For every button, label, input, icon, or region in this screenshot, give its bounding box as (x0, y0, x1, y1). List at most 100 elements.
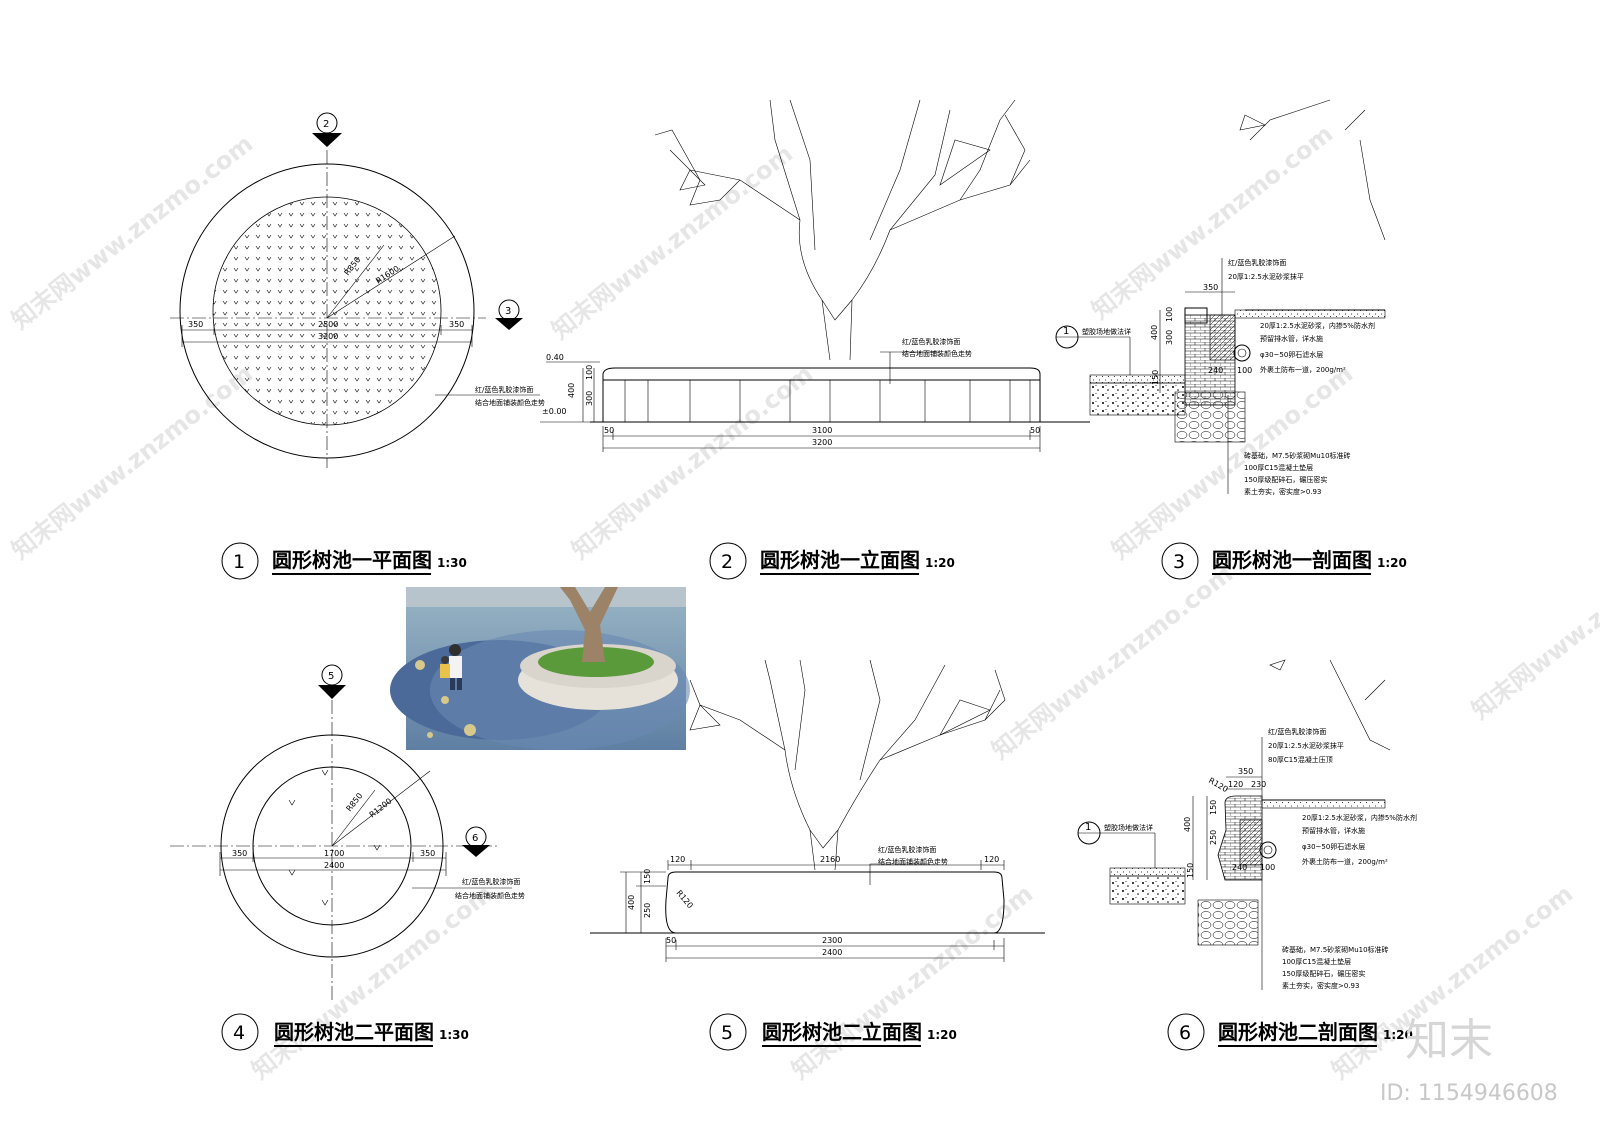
elevation-2: 红/蓝色乳胶漆饰面 结合地面铺装颜色走势 120 2160 120 R120 4… (590, 659, 1045, 962)
dim-100: 100 (1237, 366, 1252, 375)
image-id: ID: 1154946608 (1380, 1081, 1558, 1106)
sect2-note-top-2: 20厚1:2.5水泥砂浆抹平 (1268, 741, 1344, 750)
svg-text:2: 2 (323, 119, 329, 130)
title-number: 3 (1173, 551, 1185, 573)
svg-text:6: 6 (472, 833, 478, 844)
height-top: 100 (1165, 307, 1174, 322)
title-scale: 1:30 (439, 1028, 469, 1042)
svg-text:3: 3 (505, 306, 511, 317)
sect2-right-note-4: 外裹土防布一道，200g/m² (1302, 857, 1388, 866)
detail-ref-symbol: 1 (1055, 325, 1079, 349)
dim-right: 350 (420, 849, 435, 858)
sect1-left-note: 塑胶场地做法详 (1082, 327, 1131, 336)
watermark-text: 知末网www.znzmo.com (1466, 520, 1600, 725)
height-top: 150 (643, 869, 652, 884)
height-body: 300 (1165, 330, 1174, 345)
title-6: 6 圆形树池二剖面图 1:20 (1167, 1013, 1413, 1051)
section-2: 红/蓝色乳胶漆饰面 20厚1:2.5水泥砂浆抹平 80厚C15混凝土压顶 R12… (1077, 659, 1417, 990)
dim-right: 50 (1030, 426, 1040, 435)
height-body: 250 (1209, 830, 1218, 845)
height-total: 400 (627, 895, 636, 910)
tree-sketch-6 (1269, 659, 1391, 751)
sect2-right-note-1: 20厚1:2.5水泥砂浆，内掺5%防水剂 (1302, 813, 1417, 822)
plan-1: R850 R1600 350 2500 350 3200 2 3 红/蓝色乳胶漆… (170, 112, 545, 468)
planting-marks (288, 769, 381, 906)
plan2-note-1: 红/蓝色乳胶漆饰面 (462, 877, 520, 886)
watermark-text: 知末网www.znzmo.com (546, 140, 798, 345)
elev1-note-1: 红/蓝色乳胶漆饰面 (902, 337, 960, 346)
watermark-text: 知末网www.znzmo.com (786, 880, 1038, 1085)
dim-top-right: 120 (984, 855, 999, 864)
title-number: 1 (233, 551, 245, 573)
sect2-bottom-note-4: 素土夯实，密实度>0.93 (1282, 981, 1359, 990)
sect1-note-top-2: 20厚1:2.5水泥砂浆抹平 (1228, 272, 1304, 281)
title-3: 3 圆形树池一剖面图 1:20 (1161, 542, 1407, 580)
svg-text:1: 1 (1085, 822, 1091, 833)
dim-120: 120 (1228, 780, 1243, 789)
sect2-right-note-3: φ30~50卵石滤水层 (1302, 842, 1365, 851)
dim-left: 350 (232, 849, 247, 858)
height-body: 250 (643, 903, 652, 918)
elev1-note-2: 结合地面铺装颜色走势 (902, 349, 972, 358)
sect1-right-note-1: 20厚1:2.5水泥砂浆，内掺5%防水剂 (1260, 321, 1375, 330)
sect1-bottom-note-3: 150厚级配碎石，碾压密实 (1244, 475, 1327, 484)
tree-sketch-1 (654, 99, 1031, 361)
dim-right: 350 (449, 320, 464, 329)
dim-total: 2400 (822, 948, 842, 957)
sect2-bottom-note-2: 100厚C15混凝土垫层 (1282, 957, 1351, 966)
sect1-right-note-2: 预留排水管，详水施 (1260, 334, 1323, 343)
title-number: 2 (721, 551, 733, 573)
height-total: 400 (1183, 817, 1192, 832)
title-scale: 1:20 (1377, 556, 1407, 570)
plan1-note-1: 红/蓝色乳胶漆饰面 (475, 385, 533, 394)
brand-logo: 知末 (1405, 1015, 1493, 1066)
panel-joints (624, 380, 1031, 422)
title-scale: 1:30 (437, 556, 467, 570)
radius-inner-label: R850 (344, 791, 364, 813)
watermark-text: 知末网www.znzmo.com (246, 880, 498, 1085)
title-scale: 1:20 (927, 1028, 957, 1042)
title-scale: 1:20 (925, 556, 955, 570)
sect2-right-note-2: 预留排水管，详水施 (1302, 826, 1365, 835)
section-symbol-3: 3 (495, 299, 523, 330)
dim-total: 2400 (324, 861, 344, 870)
title-4: 4 圆形树池二平面图 1:30 (221, 1013, 469, 1051)
tree-sketch-5 (689, 659, 1006, 871)
height-top: 100 (585, 365, 594, 380)
title-number: 4 (233, 1022, 245, 1044)
level-top: 0.40 (546, 353, 564, 362)
title-text: 圆形树池二平面图 (274, 1020, 434, 1044)
watermark-text: 知末网www.znzmo.com (6, 360, 258, 565)
elevation-1: 红/蓝色乳胶漆饰面 结合地面铺装颜色走势 0.40 ±0.00 400 100 … (540, 99, 1090, 452)
radius-outer-label: R1200 (368, 797, 394, 820)
radius-label: R120 (674, 889, 694, 911)
dim-top: 350 (1203, 283, 1218, 292)
height-top: 150 (1209, 800, 1218, 815)
plan1-note-2: 结合地面铺装颜色走势 (475, 398, 545, 407)
dim-left: 50 (604, 426, 614, 435)
title-1: 1 圆形树池一平面图 1:30 (221, 542, 467, 580)
tree-pool-photo (390, 587, 690, 750)
dim-top-left: 120 (670, 855, 685, 864)
sect1-note-top-1: 红/蓝色乳胶漆饰面 (1228, 258, 1286, 267)
dim-230: 230 (1251, 780, 1266, 789)
level-base: ±0.00 (542, 407, 567, 416)
dim-240: 240 (1208, 366, 1223, 375)
title-text: 圆形树池二剖面图 (1218, 1020, 1378, 1044)
dim-total: 3200 (812, 438, 832, 447)
title-text: 圆形树池一剖面图 (1212, 548, 1372, 572)
sect1-right-note-4: 外裹土防布一道，200g/m² (1260, 365, 1346, 374)
sect1-bottom-note-2: 100厚C15混凝土垫层 (1244, 463, 1313, 472)
dim-left: 350 (188, 320, 203, 329)
dim-150: 150 (1186, 863, 1195, 878)
tree-sketch-3 (1239, 99, 1386, 241)
sect1-bottom-note-1: 砖基础，M7.5砂浆砌Mu10标准砖 (1244, 451, 1351, 460)
dim-mid: 1700 (324, 849, 344, 858)
svg-text:1: 1 (1063, 326, 1069, 337)
sect2-bottom-note-3: 150厚级配碎石，碾压密实 (1282, 969, 1365, 978)
radius-label: R120 (1207, 776, 1230, 794)
dim-mid: 2300 (822, 936, 842, 945)
watermark-text: 知末网www.znzmo.com (1086, 120, 1338, 325)
title-scale: 1:20 (1383, 1028, 1413, 1042)
